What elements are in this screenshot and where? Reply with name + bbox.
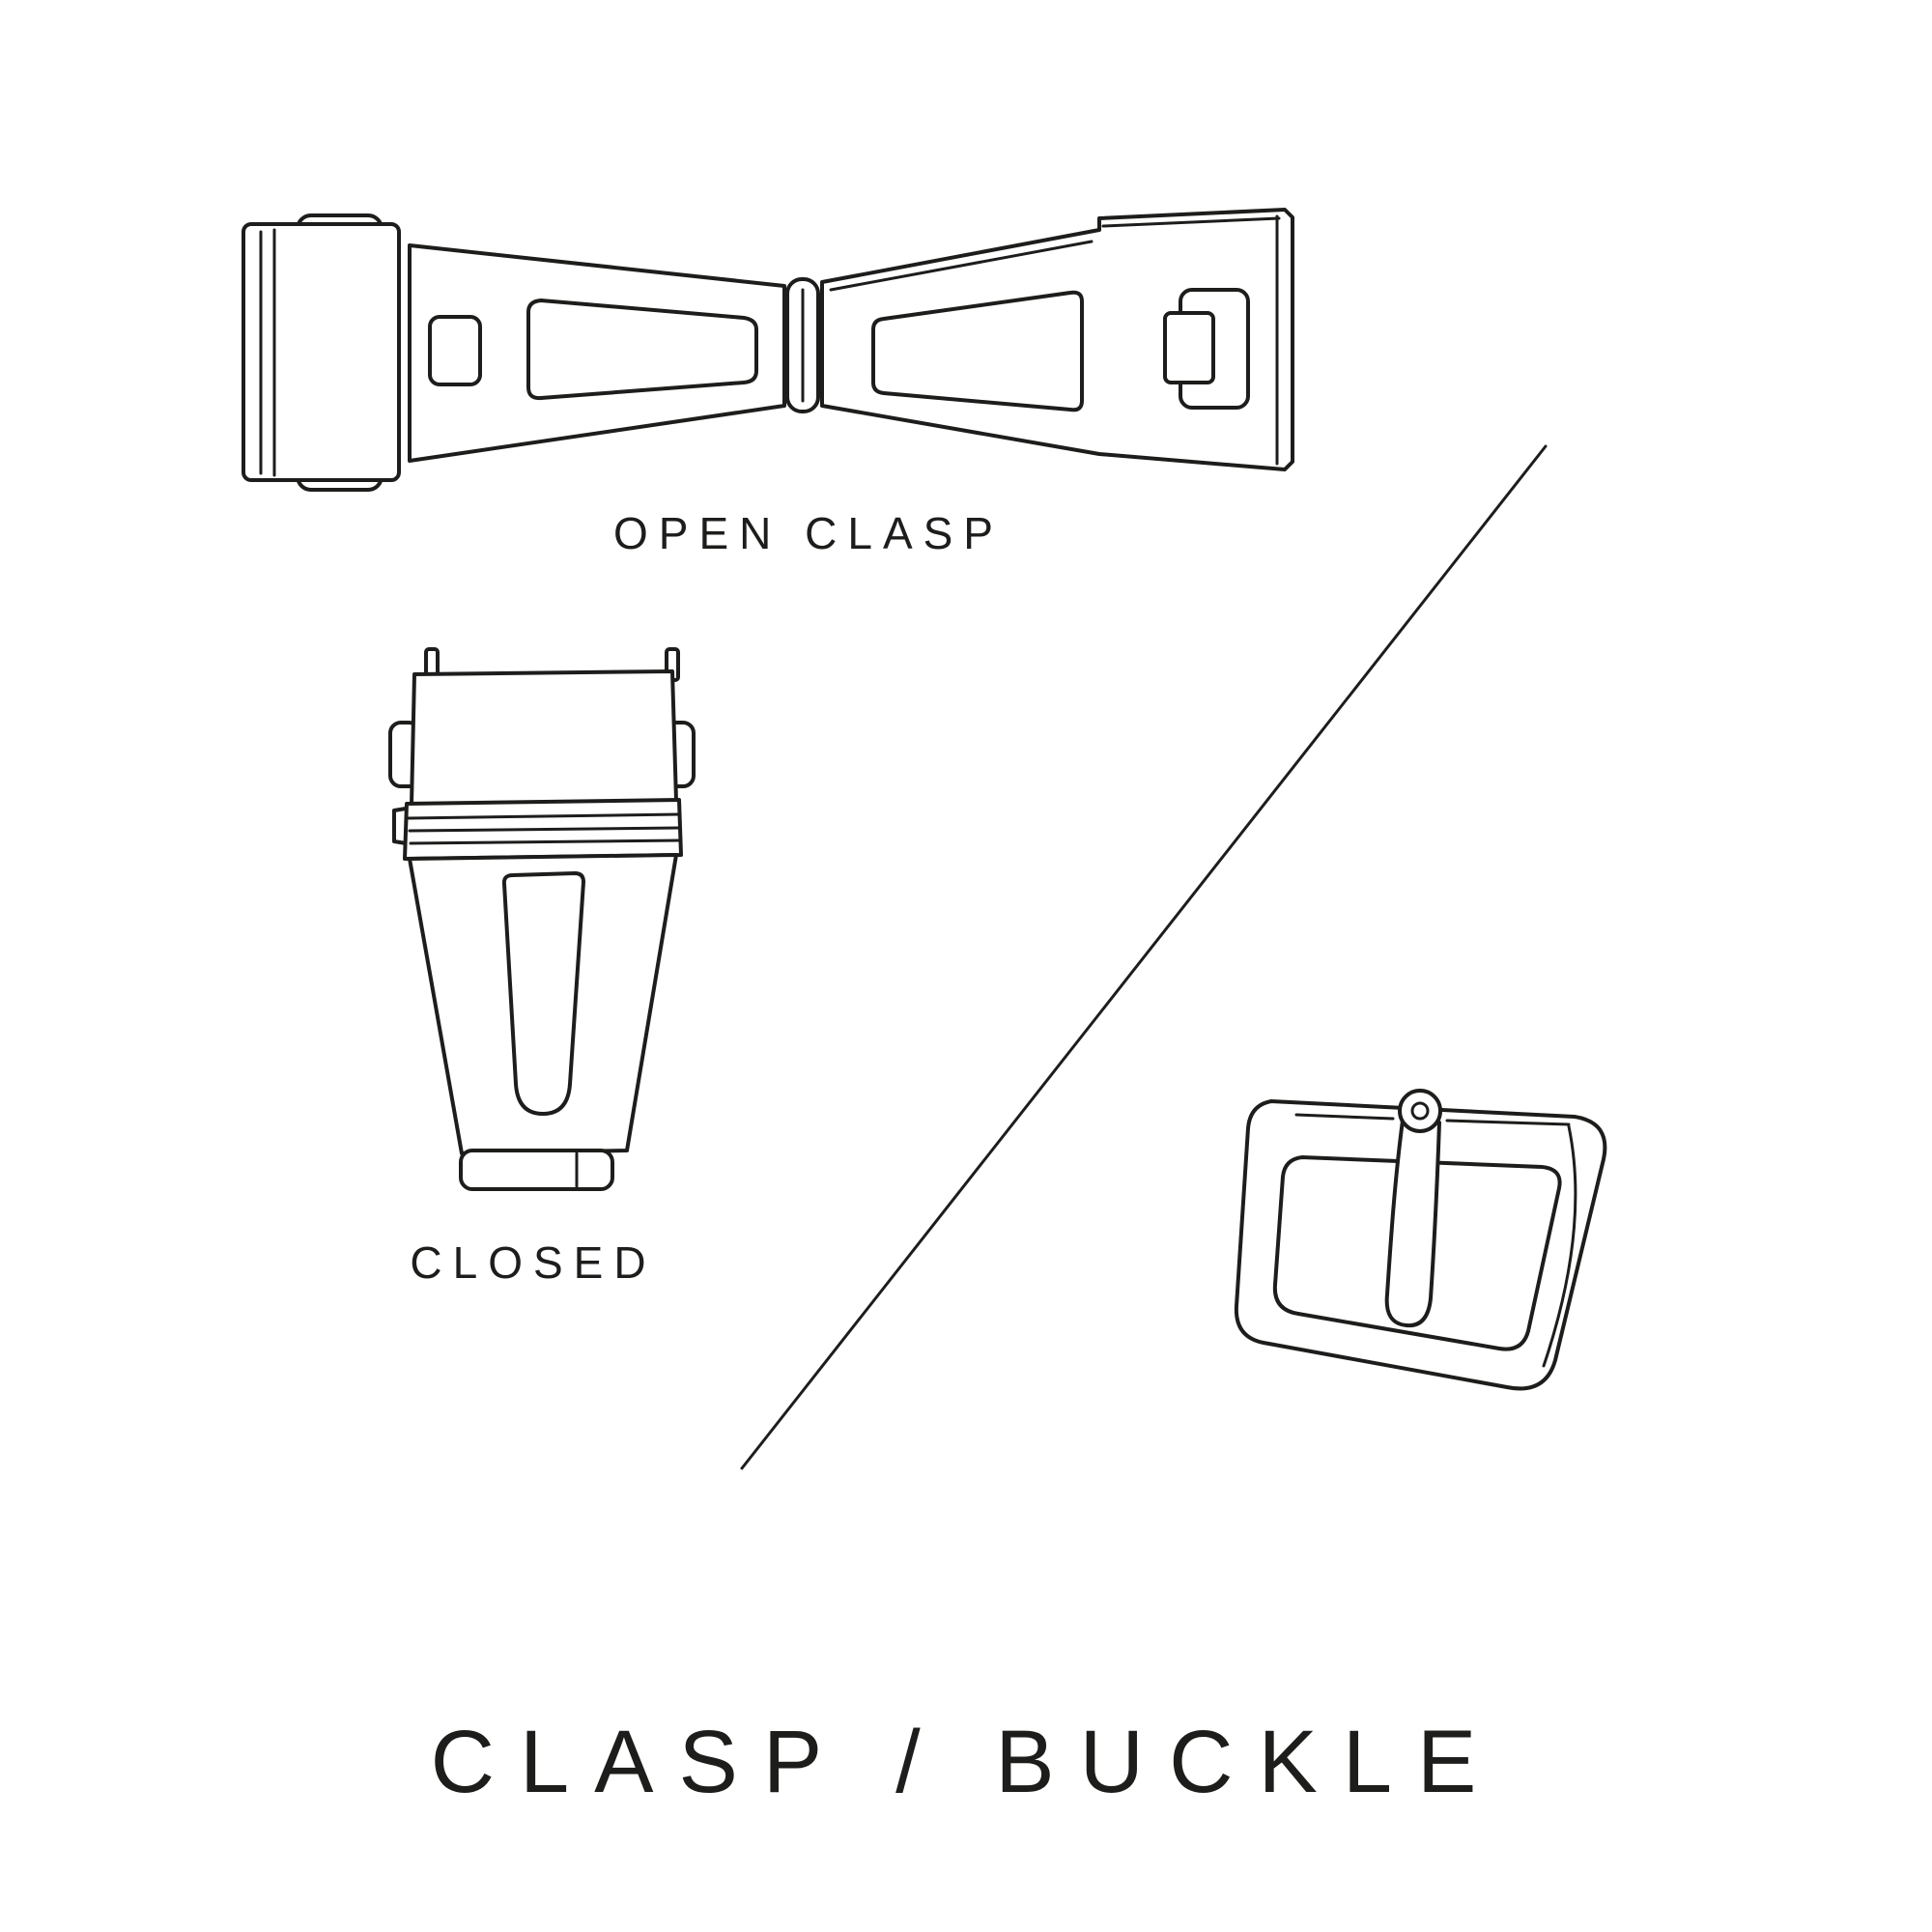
pin-loop-hole bbox=[1410, 1101, 1430, 1121]
closed-clasp-drawing bbox=[388, 647, 696, 1191]
closed-clasp-label: CLOSED bbox=[410, 1237, 657, 1288]
clasp-cover bbox=[410, 669, 678, 807]
pin-loop bbox=[1398, 1089, 1442, 1133]
clasp-left-arm bbox=[408, 243, 786, 463]
buckle-edge-roll bbox=[1542, 1124, 1577, 1368]
clasp-arm-notch bbox=[428, 315, 482, 386]
open-clasp-label: OPEN CLASP bbox=[613, 508, 1004, 558]
band-line bbox=[407, 812, 682, 820]
plate-top-line bbox=[1101, 216, 1281, 228]
clasp-body bbox=[408, 853, 678, 1155]
clasp-arm-panel bbox=[526, 298, 758, 401]
buckle-opening bbox=[1272, 1155, 1562, 1351]
band-line bbox=[409, 838, 683, 845]
clasp-left-link bbox=[242, 222, 401, 482]
spring-bar bbox=[1445, 1119, 1571, 1126]
page-title: CLASP / BUCKLE bbox=[430, 1713, 1502, 1811]
clasp-arm-panel bbox=[871, 290, 1084, 412]
band-line bbox=[408, 826, 682, 833]
arm-fold-line bbox=[829, 240, 1094, 292]
plate-catch bbox=[1163, 311, 1215, 384]
tang-buckle-drawing bbox=[1234, 1089, 1607, 1391]
open-clasp-drawing bbox=[242, 208, 1294, 492]
spring-bar bbox=[1294, 1113, 1395, 1121]
diagonal-divider-line bbox=[740, 444, 1548, 1470]
clasp-end-link bbox=[459, 1149, 614, 1191]
buckle-pin bbox=[1384, 1114, 1441, 1328]
clasp-body-slot bbox=[501, 871, 585, 1116]
clasp-right-arm bbox=[820, 208, 1294, 471]
